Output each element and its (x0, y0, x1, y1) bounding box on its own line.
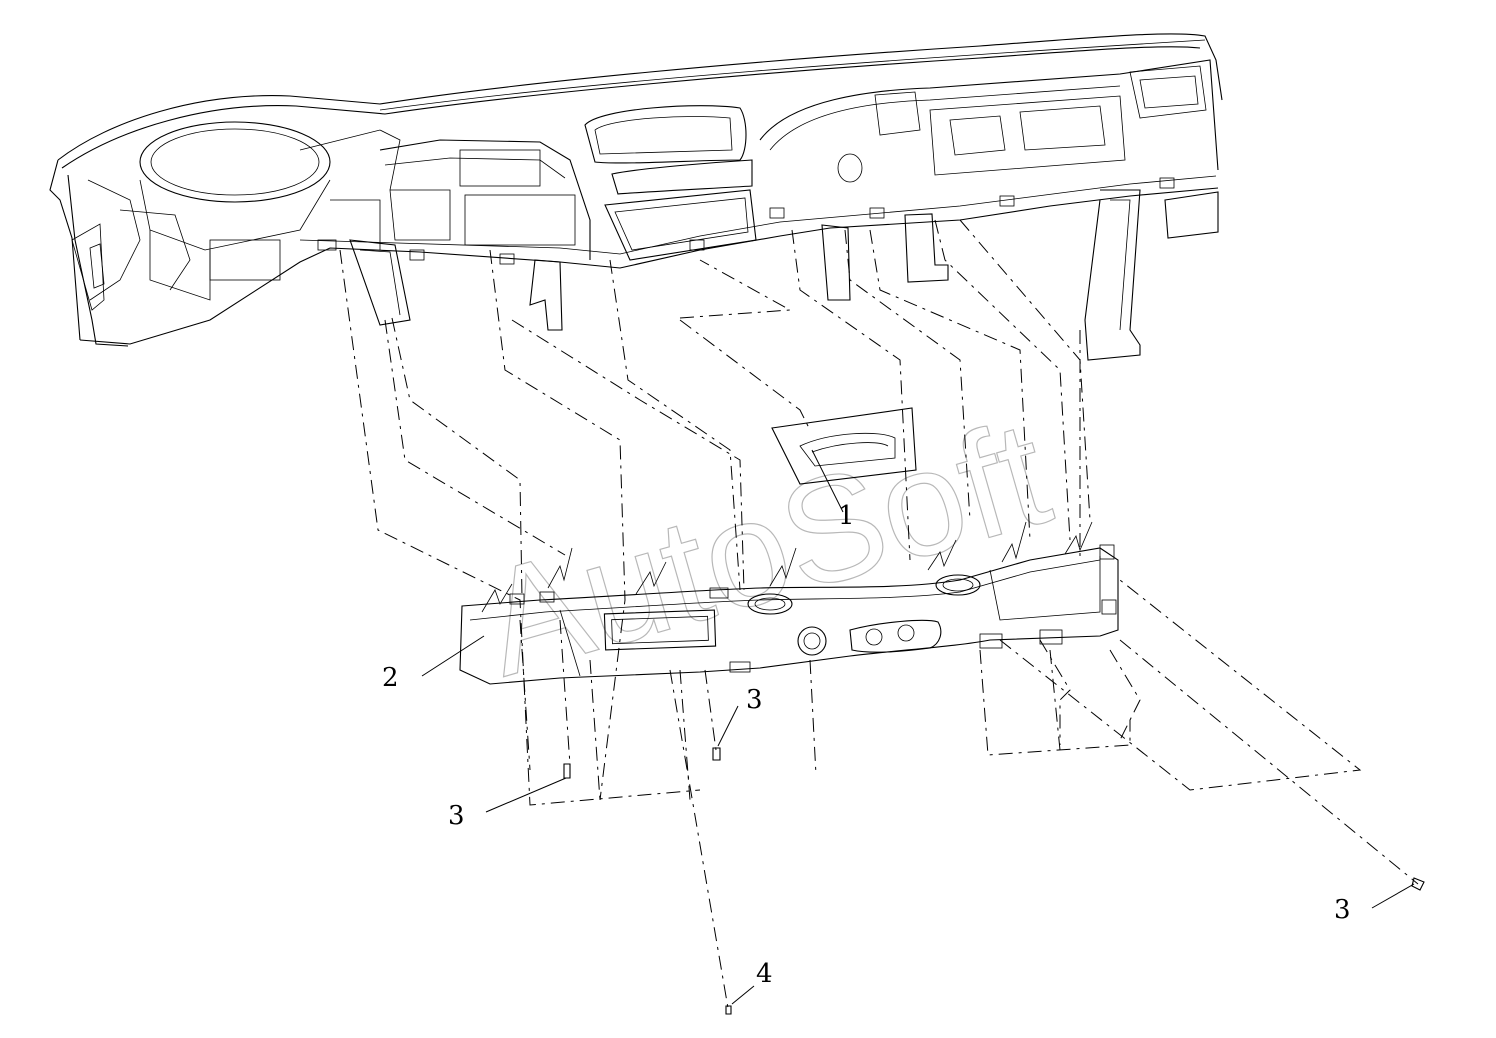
leader-lines (421, 449, 1415, 1005)
callout-3-center: 3 (746, 685, 763, 715)
callout-4: 4 (756, 959, 773, 989)
watermark: AutoSoft (466, 388, 1065, 708)
callouts: 1 2 3 3 3 4 (382, 501, 1351, 989)
callout-2: 2 (382, 663, 399, 693)
instrument-panel-upper (49, 33, 1223, 361)
callout-3-right: 3 (1334, 895, 1351, 925)
part-2-lower-panel (459, 521, 1119, 685)
callout-3-left: 3 (448, 801, 465, 831)
fasteners (563, 747, 1425, 1015)
part-1-trim-panel (771, 407, 917, 485)
assembly-lines (339, 219, 1419, 1009)
callout-1: 1 (838, 501, 855, 531)
